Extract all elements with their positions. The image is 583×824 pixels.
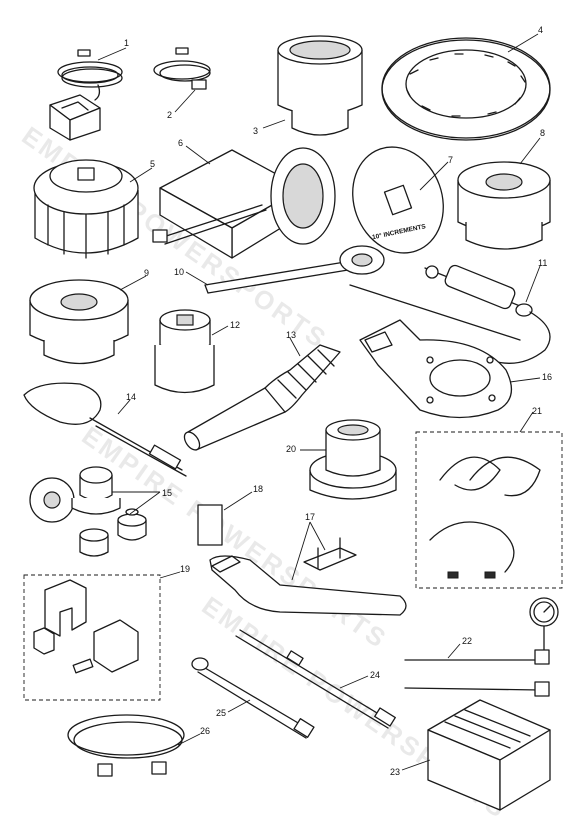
part-23-power-module bbox=[427, 699, 551, 811]
callout-4: 4 bbox=[538, 25, 543, 35]
callout-15: 15 bbox=[162, 488, 172, 498]
callout-7: 7 bbox=[448, 155, 453, 165]
callout-1: 1 bbox=[124, 38, 129, 48]
part-3-socket-sleeve bbox=[277, 35, 363, 136]
callout-13: 13 bbox=[286, 330, 296, 340]
part-11-slide-hammer bbox=[349, 264, 551, 364]
callout-21: 21 bbox=[532, 406, 542, 416]
callout-6: 6 bbox=[178, 138, 183, 148]
callout-19: 19 bbox=[180, 564, 190, 574]
callout-18: 18 bbox=[253, 484, 263, 494]
part-24-extension-bar bbox=[235, 629, 396, 729]
part-13-tapered-mandrel bbox=[183, 344, 341, 451]
callout-20: 20 bbox=[286, 444, 296, 454]
part-9-large-cup bbox=[29, 279, 129, 365]
part-21-sensor-leads bbox=[415, 431, 563, 589]
callout-24: 24 bbox=[370, 670, 380, 680]
leader-lines bbox=[97, 33, 541, 771]
part-25-hose-adapter bbox=[191, 657, 315, 739]
callout-11: 11 bbox=[538, 258, 547, 268]
part-8-pressure-cup bbox=[457, 161, 551, 250]
callout-25: 25 bbox=[216, 708, 226, 718]
callout-23: 23 bbox=[390, 767, 400, 777]
callout-14: 14 bbox=[126, 392, 136, 402]
callout-3: 3 bbox=[253, 126, 258, 136]
part-6-bearing-puller bbox=[152, 147, 336, 259]
callout-17: 17 bbox=[305, 512, 315, 522]
part-5-oil-filter-cup bbox=[33, 159, 139, 259]
part-17-pin-spanner bbox=[209, 537, 407, 616]
part-4-slotted-ring bbox=[381, 37, 551, 141]
callout-10: 10 bbox=[174, 267, 184, 277]
part-22-pressure-gauge bbox=[404, 597, 559, 697]
part-19-test-kit bbox=[23, 574, 161, 701]
part-12-deep-socket bbox=[154, 309, 215, 394]
part-10-locking-pin bbox=[204, 245, 385, 294]
part-1-diagnostic-cable bbox=[49, 49, 123, 141]
callout-9: 9 bbox=[144, 268, 149, 278]
part-2-adapter-lead bbox=[153, 47, 211, 90]
part-18-blank-card bbox=[197, 504, 223, 546]
callout-12: 12 bbox=[230, 320, 240, 330]
part-7-degree-disc: 10° INCREMENTS bbox=[352, 146, 444, 254]
part-26-connector-lead bbox=[67, 714, 185, 777]
callout-numbers: 1 2 3 4 5 6 7 8 9 10 11 12 13 14 15 16 1… bbox=[124, 25, 552, 777]
callout-22: 22 bbox=[462, 636, 472, 646]
callout-5: 5 bbox=[150, 159, 155, 169]
part-16-flywheel-holder bbox=[359, 319, 513, 419]
callout-16: 16 bbox=[542, 372, 552, 382]
callout-2: 2 bbox=[167, 110, 172, 120]
part-20-clutch-tool bbox=[309, 419, 397, 500]
callout-26: 26 bbox=[200, 726, 210, 736]
part-14-strap-wrench bbox=[23, 382, 187, 477]
callout-8: 8 bbox=[540, 128, 545, 138]
